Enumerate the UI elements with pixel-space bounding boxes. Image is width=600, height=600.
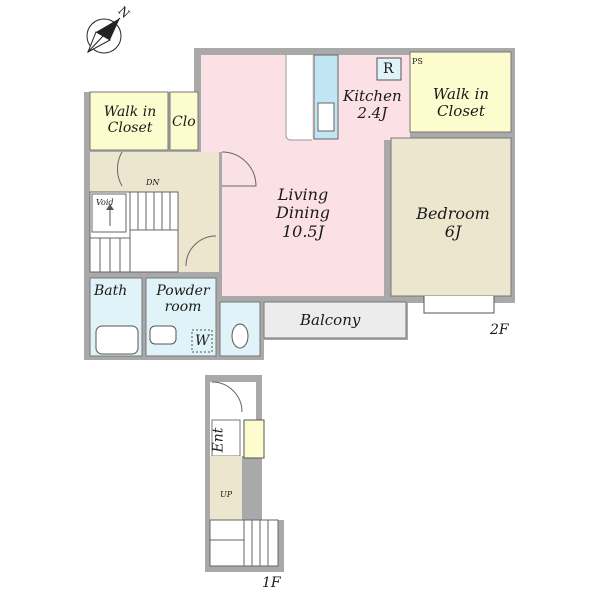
bath-label: Bath	[94, 283, 128, 299]
living-dining-room	[201, 55, 384, 296]
walk-in-closet-left	[89, 91, 169, 151]
bathtub	[95, 325, 139, 355]
shoe-cabinet	[243, 419, 265, 459]
toilet-icon	[231, 323, 249, 349]
living-dining-label: Living Dining 10.5J	[276, 185, 330, 241]
hall-1f	[210, 456, 242, 520]
bedroom-room	[390, 137, 512, 297]
powder-room-label: Powder room	[156, 283, 210, 316]
walk-in-closet-left-label: Walk in Closet	[103, 104, 157, 137]
void-box	[91, 193, 127, 233]
floor-2f-label: 2F	[490, 322, 509, 338]
balcony	[263, 301, 407, 339]
balcony-label: Balcony	[300, 311, 361, 329]
clo-closet	[169, 91, 199, 151]
dn-label: DN	[146, 178, 160, 187]
refrigerator-box	[376, 57, 402, 81]
ps-label: PS	[412, 57, 423, 66]
kitchen-label: Kitchen 2.4J	[343, 87, 402, 123]
up-label: UP	[220, 490, 233, 499]
refrigerator-label: R	[383, 61, 394, 77]
wash-basin	[149, 325, 177, 345]
bedroom-label: Bedroom 6J	[416, 204, 490, 242]
lower-floor	[205, 375, 284, 572]
walk-in-closet-right-label: Walk in Closet	[432, 85, 490, 121]
walk-in-closet-right	[409, 51, 512, 133]
sink	[317, 102, 335, 132]
void-label: Void	[96, 198, 114, 207]
clo-label: Clo	[172, 114, 196, 130]
washer-box	[191, 329, 213, 353]
entrance-floor	[211, 419, 241, 457]
floor-1f-label: 1F	[262, 575, 281, 591]
washer-label: W	[195, 333, 210, 349]
compass-icon	[86, 17, 122, 54]
upper-floor	[84, 48, 515, 360]
entrance-label: Ent	[210, 427, 227, 453]
